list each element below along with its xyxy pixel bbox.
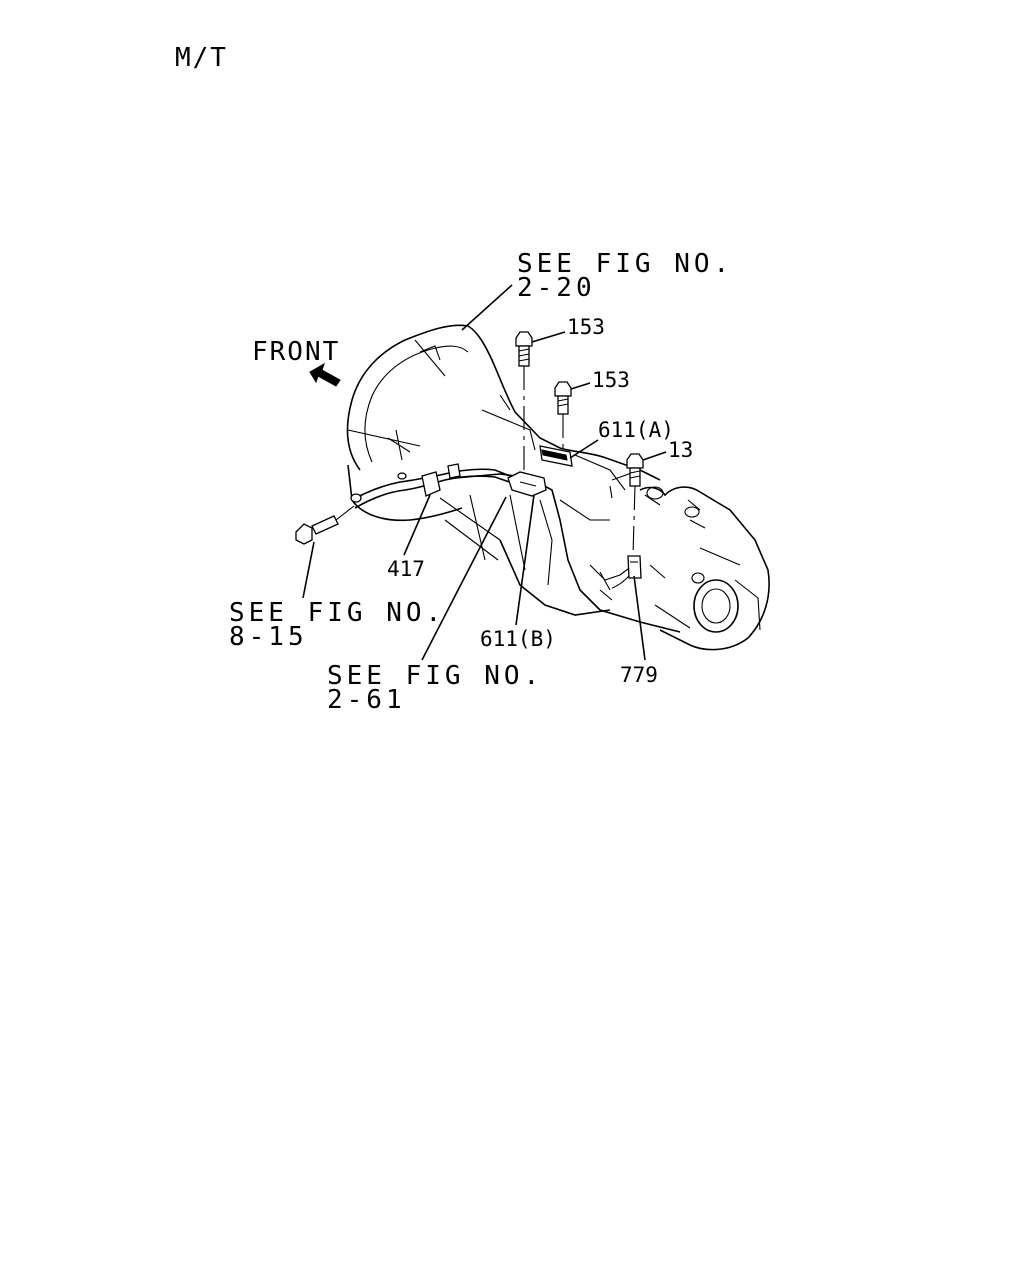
variant-label: M/T (175, 43, 228, 73)
leader-lines (302, 284, 667, 661)
bolt-153-a-icon (515, 331, 533, 475)
ref-2-20-label: 2-20 (517, 273, 596, 303)
part-153-a-label: 153 (567, 315, 605, 339)
bolt-13-icon (626, 453, 644, 556)
see-fig-2-61-label: SEE FIG NO. (327, 661, 543, 691)
arrow-up-left-icon (309, 362, 341, 387)
clip-779-icon (627, 555, 642, 579)
front-label: FRONT (252, 337, 340, 367)
part-153-b-label: 153 (592, 368, 630, 392)
wiring-harness (350, 463, 516, 509)
part-611a-label: 611(A) (598, 418, 674, 442)
ref-8-15-label: 8-15 (229, 622, 308, 652)
bolt-8-15-icon (295, 505, 355, 545)
ref-2-61-label: 2-61 (327, 685, 406, 715)
bracket-611a-icon (539, 445, 573, 467)
part-779-label: 779 (620, 663, 658, 687)
bolt-153-b-icon (554, 381, 572, 452)
see-fig-2-20-label: SEE FIG NO. (517, 249, 733, 279)
see-fig-8-15-label: SEE FIG NO. (229, 598, 445, 628)
bracket-611b-icon (507, 471, 547, 497)
part-13-label: 13 (668, 438, 693, 462)
part-611b-label: 611(B) (480, 627, 556, 651)
part-417-label: 417 (387, 557, 425, 581)
